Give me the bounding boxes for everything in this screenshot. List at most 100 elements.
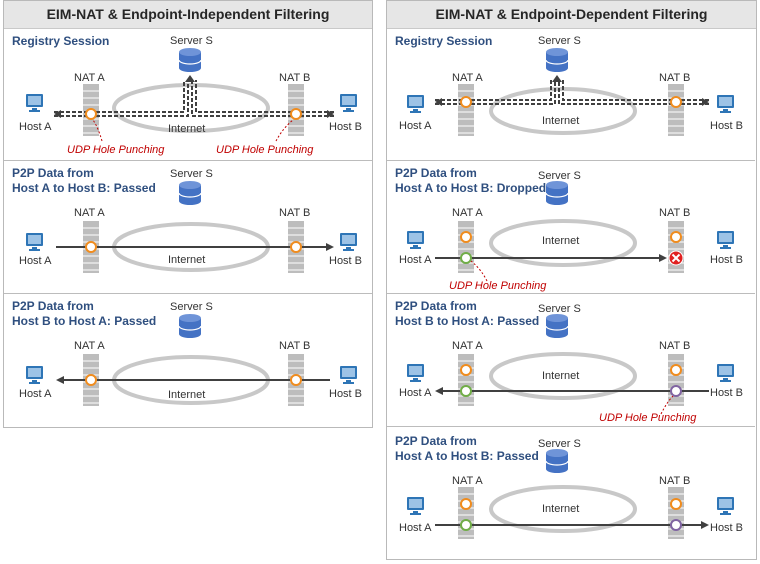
eif-column-header: EIM-NAT & Endpoint-Independent Filtering [4,1,372,29]
host-b-label: Host B [329,388,363,400]
data-flow-arrow [435,254,667,262]
nat-a-label: NAT A [452,207,483,219]
host-a-pc-icon [26,94,43,112]
host-b-pc-icon [717,95,734,113]
nat-b-port [670,231,682,243]
host-b-pc-icon [340,233,357,251]
server-label: Server S [538,170,581,182]
internet-label: Internet [168,389,206,401]
host-a-label: Host A [399,522,432,534]
edf-a-to-b-passed-diagram [407,449,734,539]
nat-a-port [460,231,472,243]
edf-column: EIM-NAT & Endpoint-Dependent Filtering [386,0,757,560]
nat-a-new-port [460,519,472,531]
host-b-label: Host B [710,387,744,399]
host-a-label: Host A [19,388,52,400]
nat-a-new-port [460,385,472,397]
nat-a-wall [458,354,474,406]
server-label: Server S [170,168,213,180]
hole-punch-pointer [660,395,674,415]
udp-hole-punching-label: UDP Hole Punching [67,144,165,156]
panel-title-line1: P2P Data from [12,299,94,313]
panel-title: Registry Session [395,34,493,48]
host-b-label: Host B [710,522,744,534]
host-b-pc-icon [717,231,734,249]
nat-a-port [460,364,472,376]
internet-cloud [489,219,637,267]
panel-title-line2: Host B to Host A: Passed [395,314,540,328]
panel-title-line2: Host B to Host A: Passed [12,314,157,328]
nat-a-port [85,108,97,120]
host-b-label: Host B [329,255,363,267]
internet-label: Internet [168,254,206,266]
panel-title: Registry Session [12,34,110,48]
nat-b-port [670,364,682,376]
data-flow-arrow [435,521,709,529]
nat-b-wall [668,487,684,539]
panel-title-line2: Host A to Host B: Dropped [395,181,547,195]
host-b-label: Host B [329,121,363,133]
nat-b-new-port [670,519,682,531]
server-label: Server S [170,301,213,313]
server-label: Server S [538,303,581,315]
panel-title-line1: P2P Data from [12,166,94,180]
panel-title: P2P Data from Host A to Host B: Passed [395,434,539,464]
panel-title-line1: P2P Data from [395,299,477,313]
internet-cloud [489,485,637,533]
nat-a-label: NAT A [452,72,483,84]
udp-hole-punching-label: UDP Hole Punching [599,412,697,424]
nat-b-port [290,374,302,386]
nat-b-label: NAT B [659,72,691,84]
host-b-pc-icon [340,366,357,384]
host-b-pc-icon [717,497,734,515]
panel-title: P2P Data from Host A to Host B: Dropped [395,166,546,196]
eif-registry-diagram [26,48,357,142]
nat-a-label: NAT A [74,207,105,219]
registry-flows [435,80,709,105]
data-flow-arrow [56,243,334,251]
edf-b-to-a-diagram [407,314,734,415]
eif-a-to-b-diagram [26,181,357,273]
panel-title-line1: P2P Data from [395,166,477,180]
registry-flows [54,80,334,117]
edf-a-to-b-passed-panel: P2P Data from Host A to Host B: Passed S… [387,426,755,558]
nat-a-port [85,241,97,253]
host-a-pc-icon [407,95,424,113]
host-a-pc-icon [407,231,424,249]
nat-b-label: NAT B [659,475,691,487]
host-b-pc-icon [340,94,357,112]
server-icon [545,314,569,338]
hole-punch-pointers [92,119,294,142]
host-a-pc-icon [407,364,424,382]
edf-column-header: EIM-NAT & Endpoint-Dependent Filtering [387,1,756,29]
server-label: Server S [538,35,581,47]
server-icon [545,449,569,473]
udp-hole-punching-label: UDP Hole Punching [216,144,314,156]
nat-b-port [290,241,302,253]
nat-a-port [460,498,472,510]
edf-a-to-b-dropped-panel: P2P Data from Host A to Host B: Dropped … [387,160,755,292]
eif-b-to-a-diagram [26,314,357,406]
nat-b-wall [668,354,684,406]
internet-cloud [489,352,637,400]
flow-arrowheads [54,75,334,118]
nat-b-label: NAT B [279,207,311,219]
nat-a-new-port [460,252,472,264]
internet-label: Internet [542,370,580,382]
eif-a-to-b-panel: P2P Data from Host A to Host B: Passed S… [4,160,372,292]
dropped-x-icon [668,250,684,266]
panel-title: P2P Data from Host B to Host A: Passed [395,299,539,329]
edf-registry-diagram [407,48,734,136]
edf-b-to-a-panel: P2P Data from Host B to Host A: Passed S… [387,293,755,425]
nat-a-port [85,374,97,386]
nat-b-port [670,498,682,510]
server-icon [545,181,569,205]
panel-title-line2: Host A to Host B: Passed [395,449,539,463]
server-label: Server S [538,438,581,450]
data-flow-arrow [56,376,330,384]
nat-b-label: NAT B [659,207,691,219]
nat-b-label: NAT B [279,72,311,84]
host-a-label: Host A [399,387,432,399]
server-icon [178,48,202,72]
panel-title-line2: Host A to Host B: Passed [12,181,156,195]
